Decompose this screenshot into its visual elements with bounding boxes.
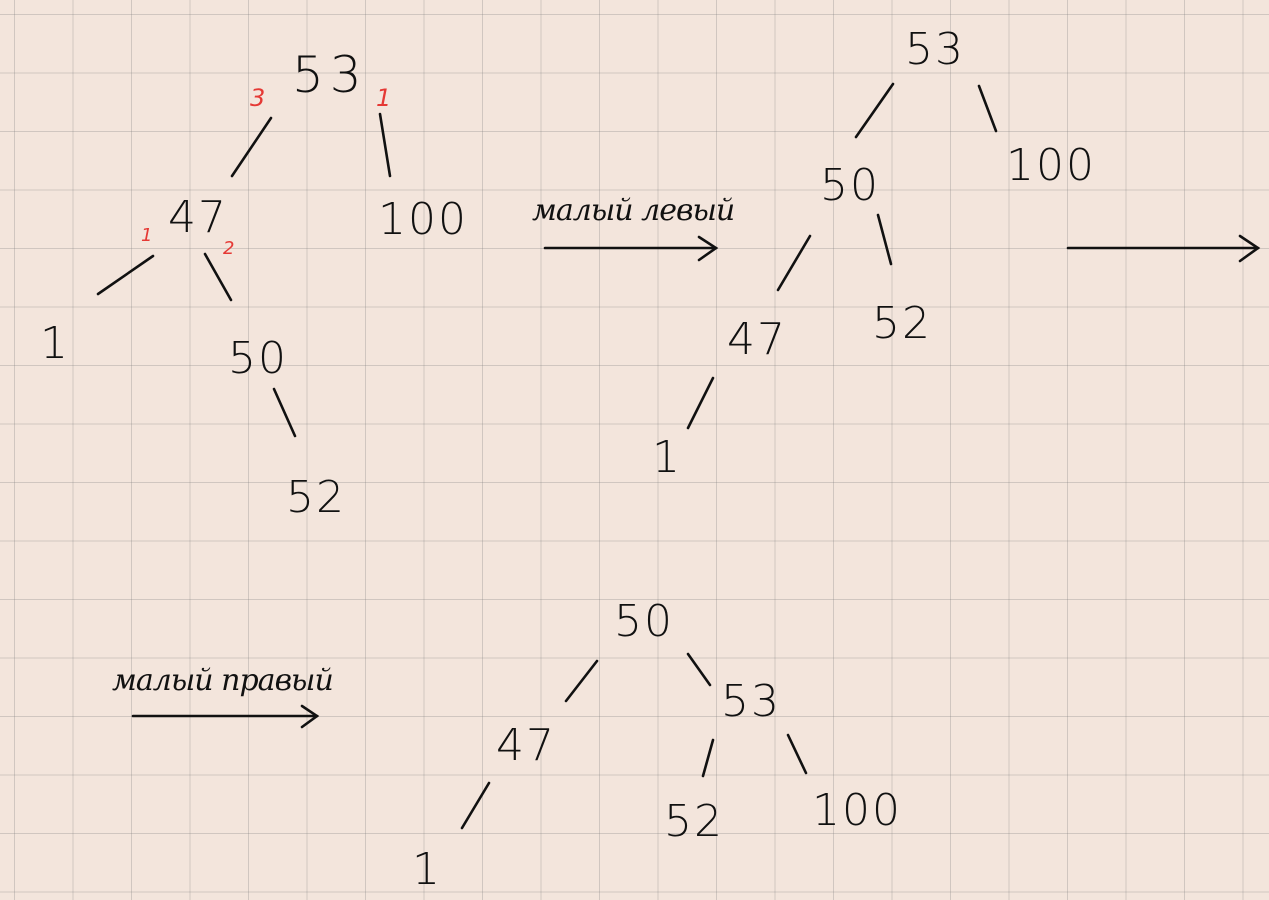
tree2-node-52: 52 — [872, 298, 932, 349]
tree1-node-47: 47 — [168, 192, 228, 243]
tree1-edge-50-52 — [272, 387, 297, 438]
arrow-small-left: малый левый — [532, 193, 735, 262]
arrow-small-right-head — [300, 704, 320, 729]
tree3-edge-50-53 — [686, 652, 712, 687]
tree2-node-100: 100 — [1006, 140, 1096, 191]
tree1-root-right-balance: 1 — [376, 84, 391, 112]
tree1-edge-47-50 — [203, 252, 233, 302]
arrow-small-right: малый правый — [112, 663, 334, 729]
tree3-node-1: 1 — [412, 844, 442, 895]
tree1-root-left-balance: 3 — [250, 84, 265, 112]
tree-3: 50 47 53 1 52 100 — [412, 596, 902, 895]
tree2-edge-50-47 — [776, 234, 812, 292]
arrow-small-left-head — [697, 235, 719, 262]
small-right-rotation-label: малый правый — [112, 663, 333, 698]
tree2-edge-53-50 — [854, 82, 895, 139]
small-left-rotation-label: малый левый — [532, 193, 734, 228]
tree1-node-100: 100 — [378, 194, 468, 245]
tree3-edge-50-47 — [564, 659, 599, 703]
tree3-edge-47-1 — [460, 781, 491, 830]
tree2-node-1: 1 — [652, 432, 682, 483]
tree3-edge-53-52 — [701, 738, 715, 778]
tree3-edge-53-100 — [786, 733, 808, 775]
tree2-node-47: 47 — [727, 314, 787, 365]
tree1-47-right-balance: 2 — [223, 238, 234, 259]
tree1-root-node: 53 — [292, 46, 368, 104]
tree1-edge-47-1 — [96, 254, 155, 296]
tree2-edge-50-52 — [876, 213, 893, 266]
arrow-continue — [1066, 234, 1261, 263]
tree2-node-50: 50 — [820, 160, 880, 211]
tree1-edge-53-100 — [378, 112, 392, 178]
tree-2: 53 50 100 47 52 1 — [652, 24, 1096, 483]
tree1-node-1: 1 — [40, 318, 70, 369]
tree2-edge-47-1 — [686, 376, 715, 430]
tree3-node-52: 52 — [664, 796, 724, 847]
tree3-node-53: 53 — [721, 676, 781, 727]
tree-1: 53 3 1 47 1 2 100 1 50 52 — [40, 46, 468, 523]
tree1-node-50: 50 — [228, 333, 288, 384]
tree3-node-100: 100 — [812, 785, 902, 836]
tree2-root-node: 53 — [905, 24, 965, 75]
tree2-edge-53-100 — [977, 84, 998, 133]
tree3-node-47: 47 — [496, 720, 556, 771]
tree1-47-left-balance: 1 — [141, 225, 152, 246]
tree3-root-node: 50 — [614, 596, 674, 647]
tree1-edge-53-47 — [230, 116, 273, 178]
tree1-node-52: 52 — [286, 472, 346, 523]
arrow-continue-head — [1238, 234, 1261, 263]
